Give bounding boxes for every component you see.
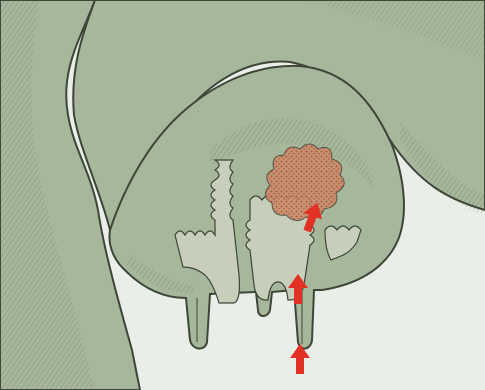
udder-illustration	[0, 0, 485, 390]
diagram-canvas	[0, 0, 485, 390]
